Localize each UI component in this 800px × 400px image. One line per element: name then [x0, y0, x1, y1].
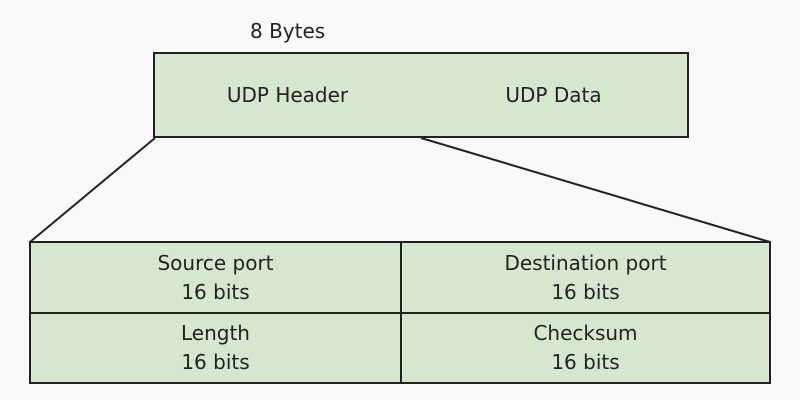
- field-cell-source-port: Source port 16 bits: [30, 242, 401, 313]
- field-name: Checksum: [533, 321, 638, 345]
- field-size: 16 bits: [551, 350, 620, 374]
- field-size: 16 bits: [551, 279, 620, 304]
- udp-header-label: UDP Header: [226, 83, 349, 107]
- udp-header-box: UDP Header: [153, 52, 422, 138]
- udp-data-label: UDP Data: [505, 83, 602, 107]
- field-size: 16 bits: [181, 279, 250, 304]
- expand-line-left: [29, 137, 156, 243]
- field-size: 16 bits: [181, 350, 250, 374]
- udp-data-box: UDP Data: [420, 52, 689, 138]
- field-name: Source port: [157, 250, 274, 275]
- expand-line-right: [420, 137, 771, 243]
- field-name: Destination port: [504, 250, 667, 275]
- field-cell-destination-port: Destination port 16 bits: [401, 242, 770, 313]
- field-cell-checksum: Checksum 16 bits: [401, 313, 770, 383]
- field-name: Length: [181, 321, 250, 345]
- field-cell-length: Length 16 bits: [30, 313, 401, 383]
- header-size-label: 8 Bytes: [250, 19, 326, 43]
